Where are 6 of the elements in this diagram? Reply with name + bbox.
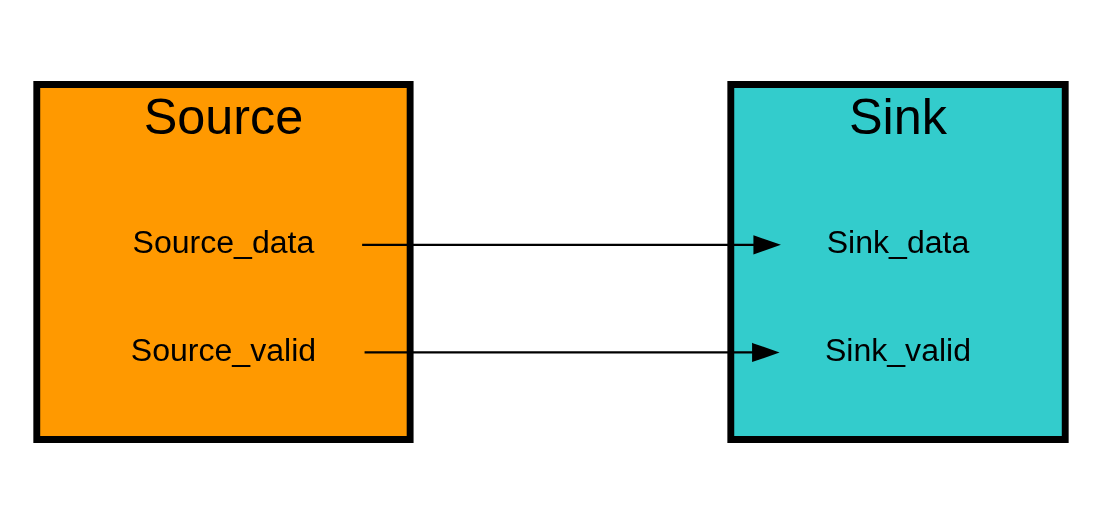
node-text: Sink_valid xyxy=(824,331,972,368)
node-text: Source_data xyxy=(132,224,315,261)
node-text: Source_valid xyxy=(130,331,317,368)
arrow xyxy=(364,342,780,363)
arrow xyxy=(362,235,781,255)
node-text: Sink_data xyxy=(826,224,970,261)
